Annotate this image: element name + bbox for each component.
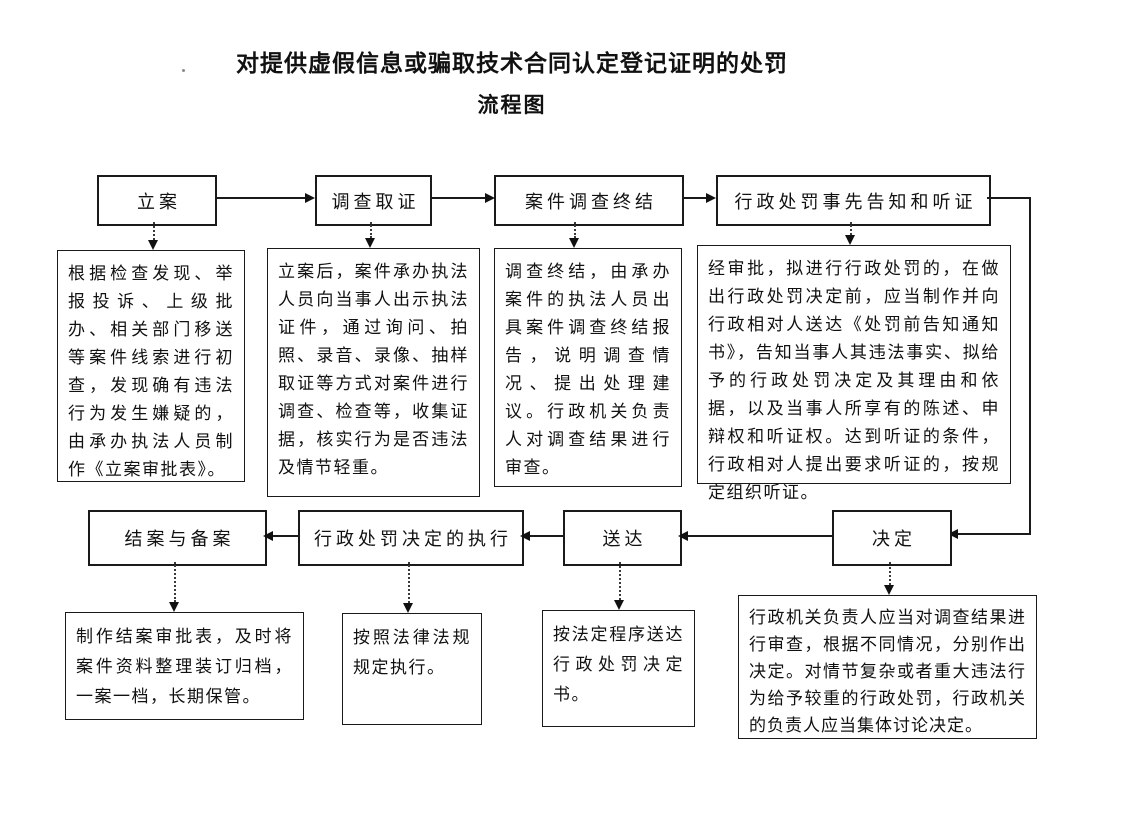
- desc-text: 按法定程序送达行政处罚决定书。: [553, 625, 684, 705]
- arrowhead-down-icon: [148, 240, 158, 250]
- node-label: 调查取证: [331, 191, 420, 213]
- arrowhead-right-icon: [485, 193, 495, 203]
- arrow-line-filing-to-evidence: [215, 197, 305, 199]
- arrow-line-delivery-to-execution: [530, 535, 563, 537]
- node-label: 立案: [137, 191, 181, 213]
- desc-filing: 根据检查发现、举报投诉、上级批办、相关部门移送等案件线索进行初查，发现确有违法行…: [57, 250, 245, 482]
- connector-bottom-segment: [958, 533, 1031, 535]
- arrowhead-left-icon: [678, 531, 688, 541]
- arrow-line-evidence-to-conclusion: [430, 197, 485, 199]
- node-label: 结案与备案: [124, 529, 235, 550]
- node-filing: 立案: [97, 175, 217, 226]
- desc-prior-notice-hearing: 经审批，拟进行行政处罚的，在做出行政处罚决定前，应当制作并向行政相对人送达《处罚…: [697, 245, 1011, 503]
- dotted-line-evidence: [370, 222, 372, 238]
- arrowhead-down-icon: [169, 602, 179, 612]
- desc-investigation-conclusion: 调查终结，由承办案件的执法人员出具案件调查终结报告，说明调查情况、提出处理建议。…: [494, 248, 682, 487]
- arrow-line-decision-to-delivery: [688, 535, 832, 537]
- node-investigation-conclusion: 案件调查终结: [494, 175, 684, 226]
- desc-investigation-evidence: 立案后，案件承办执法人员向当事人出示执法证件，通过询问、拍照、录音、录像、抽样取…: [267, 248, 480, 497]
- node-investigation-evidence: 调查取证: [315, 175, 432, 226]
- connector-vertical-segment: [1029, 197, 1031, 534]
- desc-service-delivery: 按法定程序送达行政处罚决定书。: [542, 610, 695, 727]
- node-service-delivery: 送达: [563, 510, 682, 566]
- arrowhead-left-icon: [948, 529, 958, 539]
- node-label: 行政处罚事先告知和听证: [734, 191, 977, 213]
- node-penalty-execution: 行政处罚决定的执行: [298, 510, 524, 566]
- desc-text: 调查终结，由承办案件的执法人员出具案件调查终结报告，说明调查情况、提出处理建议。…: [505, 262, 671, 478]
- desc-text: 经审批，拟进行行政处罚的，在做出行政处罚决定前，应当制作并向行政相对人送达《处罚…: [708, 259, 1000, 503]
- dotted-line-filing: [153, 222, 155, 240]
- dotted-line-decision: [889, 562, 891, 585]
- desc-case-closing-filing: 制作结案审批表，及时将案件资料整理装订归档，一案一档，长期保管。: [65, 612, 304, 720]
- node-label: 案件调查终结: [525, 191, 657, 213]
- desc-text: 制作结案审批表，及时将案件资料整理装订归档，一案一档，长期保管。: [76, 627, 293, 707]
- arrowhead-down-icon: [403, 603, 413, 613]
- desc-text: 按照法律法规规定执行。: [353, 628, 471, 678]
- node-label: 送达: [602, 529, 647, 550]
- connector-top-segment: [987, 197, 1031, 199]
- dotted-line-conclusion: [574, 222, 576, 238]
- arrowhead-left-icon: [263, 531, 273, 541]
- arrowhead-down-icon: [845, 235, 855, 245]
- arrowhead-down-icon: [884, 585, 894, 595]
- desc-text: 行政机关负责人应当对调查结果进行审查，根据不同情况，分别作出决定。对情节复杂或者…: [749, 608, 1026, 736]
- dotted-line-notice: [850, 222, 852, 235]
- arrowhead-down-icon: [614, 600, 624, 610]
- desc-text: 根据检查发现、举报投诉、上级批办、相关部门移送等案件线索进行初查，发现确有违法行…: [68, 264, 234, 480]
- dotted-line-execution: [408, 562, 410, 603]
- node-label: 行政处罚决定的执行: [314, 529, 512, 550]
- arrowhead-right-icon: [706, 193, 716, 203]
- page-subtitle: 流程图: [477, 93, 547, 117]
- dotted-line-delivery: [619, 562, 621, 600]
- node-decision: 决定: [832, 510, 952, 566]
- stray-dot: [182, 69, 185, 72]
- node-label: 决定: [872, 529, 916, 550]
- desc-penalty-execution: 按照法律法规规定执行。: [342, 613, 482, 725]
- arrow-line-execution-to-closing: [273, 535, 298, 537]
- arrowhead-down-icon: [365, 238, 375, 248]
- dotted-line-closing: [174, 562, 176, 602]
- node-case-closing-filing: 结案与备案: [88, 510, 267, 566]
- arrowhead-right-icon: [305, 193, 315, 203]
- arrow-line-conclusion-to-notice: [682, 197, 706, 199]
- node-prior-notice-hearing: 行政处罚事先告知和听证: [716, 175, 991, 226]
- page-title: 对提供虚假信息或骗取技术合同认定登记证明的处罚: [236, 51, 788, 77]
- desc-decision: 行政机关负责人应当对调查结果进行审查，根据不同情况，分别作出决定。对情节复杂或者…: [738, 595, 1037, 739]
- arrowhead-left-icon: [520, 531, 530, 541]
- arrowhead-down-icon: [569, 238, 579, 248]
- desc-text: 立案后，案件承办执法人员向当事人出示执法证件，通过询问、拍照、录音、录像、抽样取…: [278, 262, 469, 478]
